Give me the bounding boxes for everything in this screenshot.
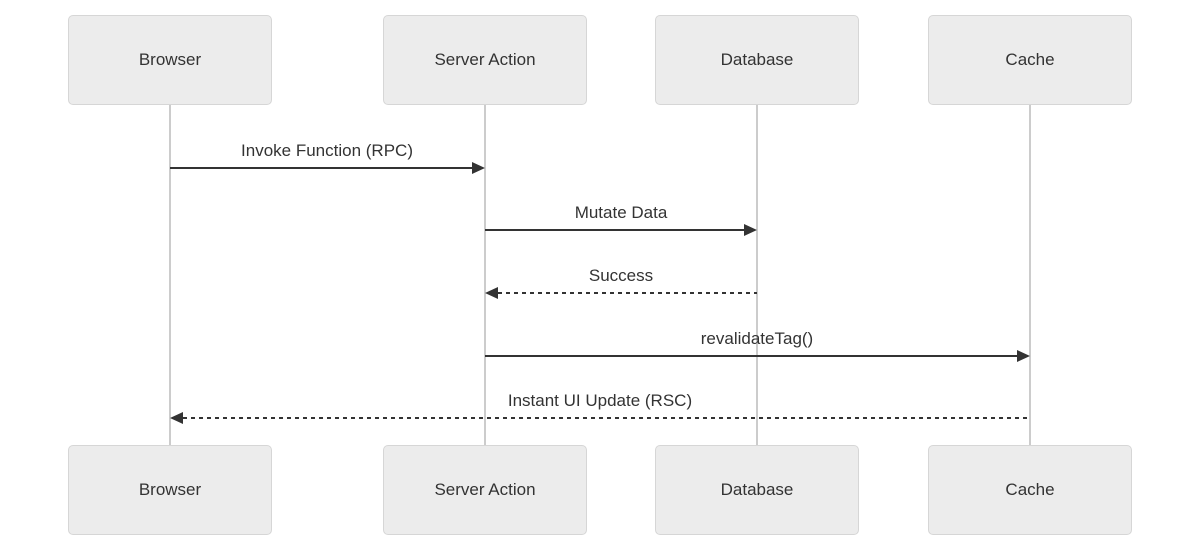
message-line-mutate-data [485, 229, 744, 231]
actor-box-cache-top: Cache [928, 15, 1132, 105]
message-line-revalidate-tag [485, 355, 1017, 357]
actor-label-cache: Cache [1005, 480, 1055, 499]
actor-box-browser-bottom: Browser [68, 445, 272, 535]
actor-label-cache: Cache [1005, 50, 1055, 69]
actor-label-server-action: Server Action [434, 480, 536, 499]
message-label-invoke-function: Invoke Function (RPC) [241, 141, 413, 160]
actor-box-cache-bottom: Cache [928, 445, 1132, 535]
lifeline-browser [169, 105, 171, 445]
actor-box-server-action-top: Server Action [383, 15, 587, 105]
lifeline-database [756, 105, 758, 445]
arrowhead-left-icon [485, 287, 498, 299]
actor-box-server-action-bottom: Server Action [383, 445, 587, 535]
actor-box-database-bottom: Database [655, 445, 859, 535]
message-label-revalidate-tag: revalidateTag() [700, 329, 814, 348]
message-line-invoke-function [170, 167, 474, 169]
actor-label-database: Database [720, 50, 794, 69]
message-label-mutate-data: Mutate Data [574, 203, 668, 222]
lifeline-cache [1029, 105, 1031, 445]
message-line-instant-ui-update [183, 417, 1030, 419]
arrowhead-right-icon [744, 224, 757, 236]
message-label-success: Success [588, 266, 654, 285]
message-line-success [498, 292, 757, 294]
actor-label-database: Database [720, 480, 794, 499]
actor-box-database-top: Database [655, 15, 859, 105]
actor-label-server-action: Server Action [434, 50, 536, 69]
arrowhead-right-icon [1017, 350, 1030, 362]
arrowhead-right-icon [472, 162, 485, 174]
arrowhead-left-icon [170, 412, 183, 424]
actor-label-browser: Browser [138, 480, 202, 499]
lifeline-server-action [484, 105, 486, 445]
actor-label-browser: Browser [138, 50, 202, 69]
actor-box-browser-top: Browser [68, 15, 272, 105]
message-label-instant-ui-update: Instant UI Update (RSC) [507, 391, 693, 410]
